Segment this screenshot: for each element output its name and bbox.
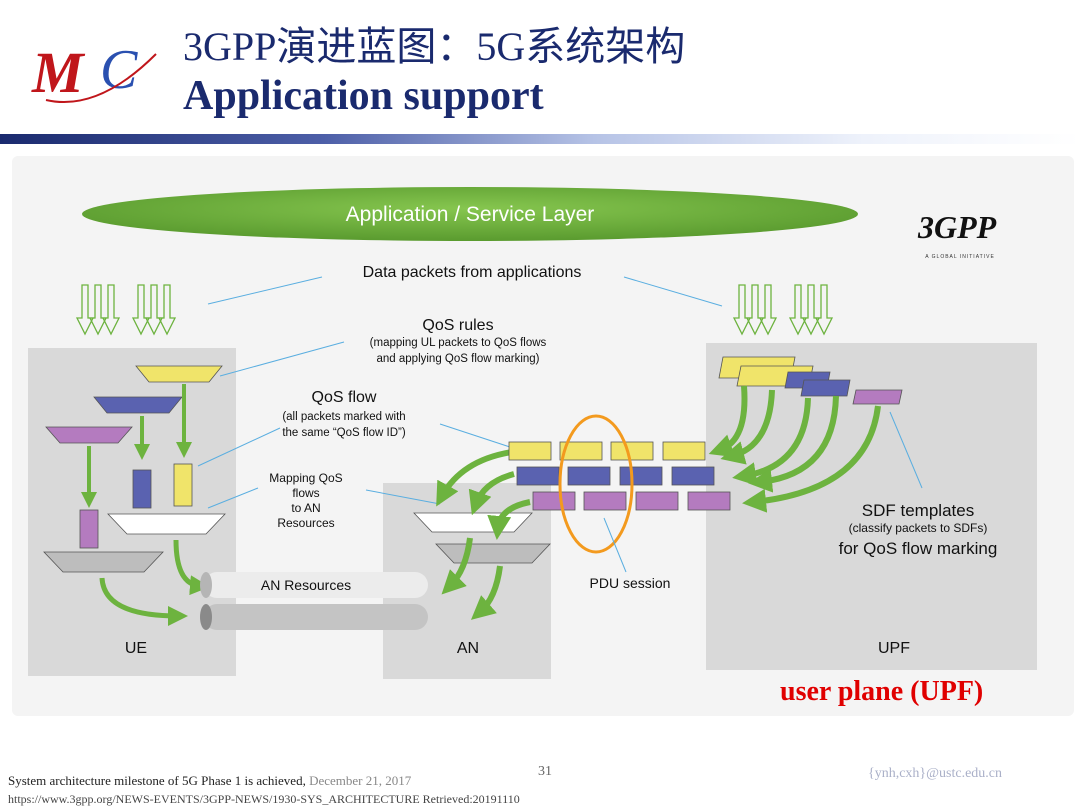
page-title-cn: 3GPP演进蓝图：5G系统架构 bbox=[183, 24, 686, 69]
page-number: 31 bbox=[538, 764, 552, 779]
mapping-label-3: to AN bbox=[291, 501, 320, 515]
flow-packet-blue-1 bbox=[516, 466, 560, 486]
ue-trapezoid-purple bbox=[45, 426, 133, 444]
flow-packet-yellow-2 bbox=[559, 441, 603, 461]
an-curve-arrow-5 bbox=[470, 565, 503, 620]
qos-flow-leader-right bbox=[439, 423, 511, 448]
logo-m: M bbox=[31, 40, 86, 105]
an-label: AN bbox=[457, 640, 479, 657]
upf-curve-arrow-4 bbox=[748, 395, 839, 493]
ue-label: UE bbox=[125, 640, 147, 657]
pdu-session-ring bbox=[558, 414, 634, 554]
user-plane-note: user plane (UPF) bbox=[780, 676, 984, 707]
upf-sdf-blue-2 bbox=[800, 379, 851, 397]
flow-packet-yellow-4 bbox=[662, 441, 706, 461]
flow-packet-yellow-3 bbox=[610, 441, 654, 461]
ue-trapezoid-blue bbox=[93, 396, 183, 414]
qos-rules-leader bbox=[219, 341, 345, 377]
sdf-leader bbox=[889, 411, 923, 489]
sdf-marking-label: for QoS flow marking bbox=[839, 539, 998, 558]
an-resources-label: AN Resources bbox=[261, 577, 351, 593]
3gpp-logo-icon: 3GPP A GLOBAL INITIATIVE bbox=[917, 209, 997, 260]
qos-flow-title: QoS flow bbox=[312, 389, 377, 406]
page-title-en: Application support bbox=[183, 73, 544, 119]
mapping-label-2: flows bbox=[292, 486, 319, 500]
qos-rules-desc-2: and applying QoS flow marking) bbox=[377, 353, 540, 365]
flow-packet-blue-3 bbox=[619, 466, 663, 486]
sdf-templates-desc: (classify packets to SDFs) bbox=[849, 521, 988, 535]
flow-packet-purple-2 bbox=[583, 491, 627, 511]
qos-flow-desc-2: the same “QoS flow ID”) bbox=[282, 427, 406, 439]
data-packets-leader-left bbox=[207, 276, 323, 305]
flow-packet-blue-4 bbox=[671, 466, 715, 486]
qos-flow-desc-1: (all packets marked with bbox=[282, 411, 405, 423]
an-mapping-white bbox=[413, 512, 533, 533]
flow-packet-yellow-1 bbox=[508, 441, 552, 461]
mapping-leader-left bbox=[207, 487, 259, 509]
qos-rules-title: QoS rules bbox=[422, 317, 493, 334]
ue-mapping-gray bbox=[43, 551, 164, 573]
app-layer-ellipse bbox=[82, 187, 858, 241]
app-layer-label: Application / Service Layer bbox=[346, 203, 595, 226]
flow-packet-purple-3 bbox=[635, 491, 679, 511]
an-curve-arrow-3 bbox=[487, 499, 531, 540]
an-curve-arrow-2 bbox=[468, 471, 515, 516]
brand-tagline: A GLOBAL INITIATIVE bbox=[925, 254, 995, 260]
qos-rules-desc-1: (mapping UL packets to QoS flows bbox=[370, 337, 547, 349]
flow-packet-blue-2 bbox=[567, 466, 611, 486]
qos-flow-packets bbox=[508, 441, 731, 511]
footer-source-text: System architecture milestone of 5G Phas… bbox=[8, 773, 306, 788]
footer-url: https://www.3gpp.org/NEWS-EVENTS/3GPP-NE… bbox=[8, 792, 520, 806]
svg-text:3GPP: 3GPP bbox=[917, 209, 997, 245]
mapping-label-1: Mapping QoS bbox=[269, 471, 342, 485]
mapping-leader-right bbox=[365, 489, 441, 505]
mc-logo: M C bbox=[31, 39, 157, 105]
logo-swoosh-icon bbox=[45, 53, 157, 104]
data-packets-label: Data packets from applications bbox=[363, 264, 582, 281]
flow-packet-purple-4 bbox=[687, 491, 731, 511]
flow-packet-purple-1 bbox=[532, 491, 576, 511]
ue-curve-arrow-2 bbox=[99, 577, 188, 626]
upf-label: UPF bbox=[878, 640, 910, 657]
pdu-session-leader bbox=[603, 517, 627, 573]
ue-curve-arrow-1 bbox=[173, 539, 210, 596]
footer-email: {ynh,cxh}@ustc.edu.cn bbox=[868, 766, 1003, 781]
footer-date: December 21, 2017 bbox=[309, 773, 412, 788]
mapping-label-4: Resources bbox=[277, 516, 334, 530]
footer-source: System architecture milestone of 5G Phas… bbox=[8, 773, 411, 789]
sdf-templates-title: SDF templates bbox=[862, 501, 974, 520]
header-divider bbox=[0, 134, 1080, 144]
ue-mapping-white bbox=[107, 513, 226, 535]
upf-sdf-purple bbox=[852, 389, 903, 405]
an-curve-arrow-1 bbox=[436, 449, 513, 507]
ue-packet-blue bbox=[132, 469, 152, 509]
ue-packet-yellow bbox=[173, 463, 193, 507]
an-resource-tube-1 bbox=[204, 572, 428, 598]
pdu-session-label: PDU session bbox=[590, 575, 671, 591]
ue-trapezoid-yellow bbox=[135, 365, 223, 383]
upf-curve-arrow-2 bbox=[720, 389, 775, 465]
an-resource-tube-2 bbox=[204, 604, 428, 630]
ue-packet-purple bbox=[79, 509, 99, 549]
an-curve-arrow-4 bbox=[441, 537, 473, 595]
upf-curve-arrow-5 bbox=[742, 405, 881, 513]
ue-packet-arrows-icon bbox=[75, 284, 177, 336]
an-mapping-gray bbox=[435, 543, 551, 564]
upf-packet-arrows-icon bbox=[732, 284, 834, 336]
data-packets-leader-right bbox=[623, 276, 723, 307]
qos-flow-leader-left bbox=[197, 427, 281, 467]
